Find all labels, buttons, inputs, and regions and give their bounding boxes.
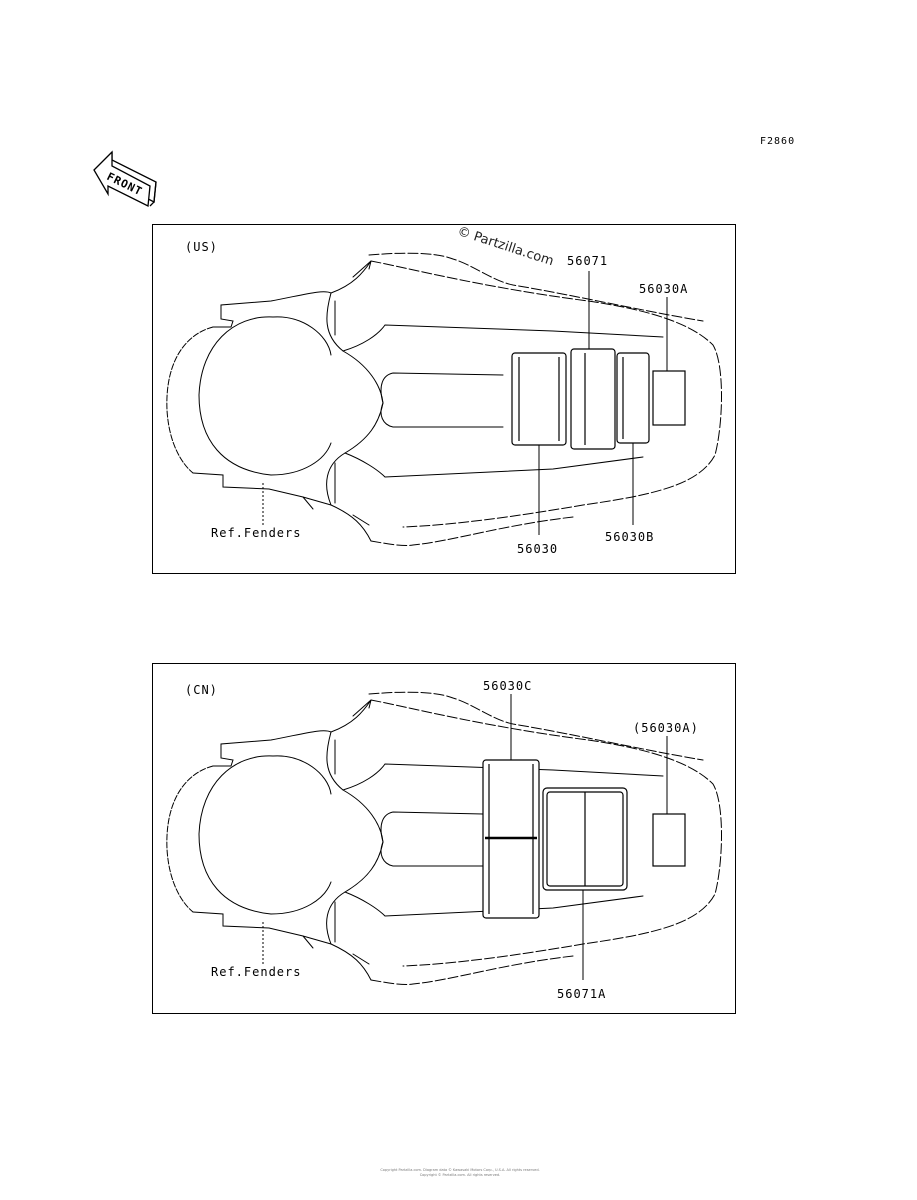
vehicle-outline-cn (166, 691, 722, 985)
region-label-us: (US) (185, 240, 218, 254)
figure-id: F2860 (760, 136, 796, 147)
callout-56071: 56071 (567, 254, 609, 268)
footer-line-1: Copyright Partzilla.com. Diagram data © … (380, 1168, 540, 1172)
panel-cn: (CN) 56030C (56030A) 56071A Ref.Fenders (152, 663, 736, 1014)
callout-56030a: 56030A (639, 282, 689, 296)
vehicle-outline-us (166, 252, 722, 546)
decal-56030a (652, 370, 686, 426)
decal-56030a-cn (652, 813, 686, 867)
callout-56071a: 56071A (557, 987, 607, 1001)
decal-56071 (570, 348, 616, 450)
footer-line-2: Copyright © Partzilla.com. All rights re… (419, 1173, 501, 1177)
region-label-cn: (CN) (185, 683, 218, 697)
callout-56030a-cn: (56030A) (633, 721, 699, 735)
callout-56030c: 56030C (483, 679, 533, 693)
copyright-footer: Copyright Partzilla.com. Diagram data © … (350, 1168, 570, 1178)
decal-56030b (616, 352, 650, 444)
panel-us: (US) 56071 56030A 56030 56030B Ref.Fende… (152, 224, 736, 574)
callout-56030: 56030 (517, 542, 559, 556)
front-arrow-icon: FRONT (93, 150, 157, 208)
ref-fenders-label-us: Ref.Fenders (211, 526, 302, 540)
decal-56030 (511, 352, 567, 446)
ref-fenders-label-cn: Ref.Fenders (211, 965, 302, 979)
callout-56030b: 56030B (605, 530, 655, 544)
